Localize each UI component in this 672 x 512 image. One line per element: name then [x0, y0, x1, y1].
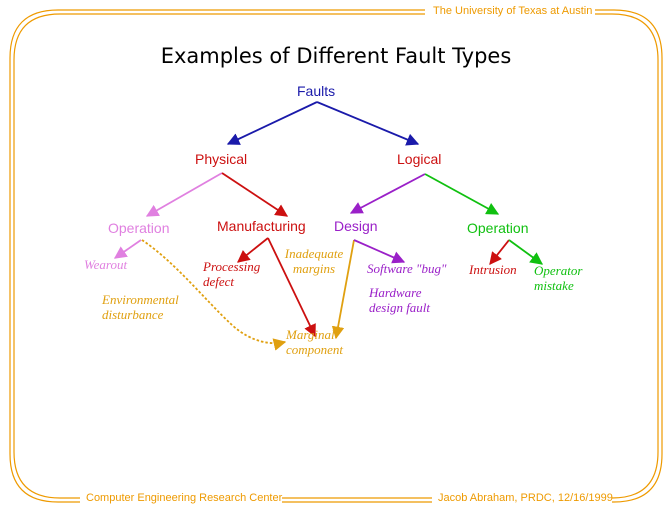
arrow-operation-wearout [113, 239, 142, 259]
node-manufacturing: Manufacturing [217, 218, 306, 234]
arrow-physical-operation [145, 172, 223, 217]
leaf-intrusion: Intrusion [469, 262, 517, 277]
leaf-processing-line1: Processing [203, 259, 261, 274]
leaf-environmental-line1: Environmental [102, 292, 179, 307]
leaf-operator-line2: mistake [534, 277, 574, 293]
node-physical: Physical [195, 151, 248, 167]
node-faults: Faults [297, 83, 336, 99]
arrow-manufacturing-processing [237, 237, 269, 263]
leaf-marginal-line1: Marginal [286, 327, 335, 342]
leaf-operator-mistake: Operator mistake [534, 263, 583, 294]
arrow-physical-manufacturing [221, 172, 289, 217]
node-operation-physical: Operation [108, 220, 170, 236]
leaf-hardware-line1: Hardware [369, 285, 422, 300]
leaf-hardware-design-fault: Hardware design fault [369, 285, 431, 316]
arrow-logical-operation [424, 173, 500, 215]
leaf-marginal-component: Marginal component [286, 327, 344, 358]
node-design: Design [334, 218, 378, 234]
arrow-manufacturing-marginal [267, 237, 316, 338]
leaf-processing-defect: Processing defect [203, 259, 261, 290]
arrow-operation-intrusion [489, 239, 510, 265]
arrow-faults-logical [316, 101, 420, 146]
arrow-operation-marginal [141, 239, 287, 351]
arrow-operation-operator [508, 239, 544, 265]
leaf-wearout: Wearout [84, 257, 128, 272]
leaf-operator-line1: Operator [534, 263, 583, 278]
arrow-faults-physical [226, 101, 318, 145]
arrow-design-marginal [331, 239, 355, 340]
footer-left: Computer Engineering Research Center [86, 492, 283, 504]
leaf-environmental-line2: disturbance [102, 306, 164, 322]
leaf-software-bug: Software "bug" [367, 261, 447, 276]
leaf-hardware-line2: design fault [369, 299, 431, 315]
node-operation-logical: Operation [467, 220, 529, 236]
page-title: Examples of Different Fault Types [160, 44, 512, 68]
arrow-logical-design [349, 173, 426, 214]
arrow-design-software [353, 239, 406, 264]
leaf-inadequate-line2: margins [292, 260, 336, 276]
node-logical: Logical [397, 151, 442, 167]
header-institution: The University of Texas at Austin [433, 5, 593, 17]
footer-right: Jacob Abraham, PRDC, 12/16/1999 [438, 492, 613, 504]
leaf-processing-line2: defect [203, 273, 235, 289]
leaf-inadequate-margins: Inadequate margins [276, 246, 352, 277]
leaf-environmental-disturbance: Environmental disturbance [102, 292, 179, 323]
frame-lines [9, 9, 663, 503]
leaf-inadequate-line1: Inadequate [284, 246, 344, 261]
leaf-marginal-line2: component [286, 341, 344, 357]
tree-arrows [113, 101, 544, 351]
